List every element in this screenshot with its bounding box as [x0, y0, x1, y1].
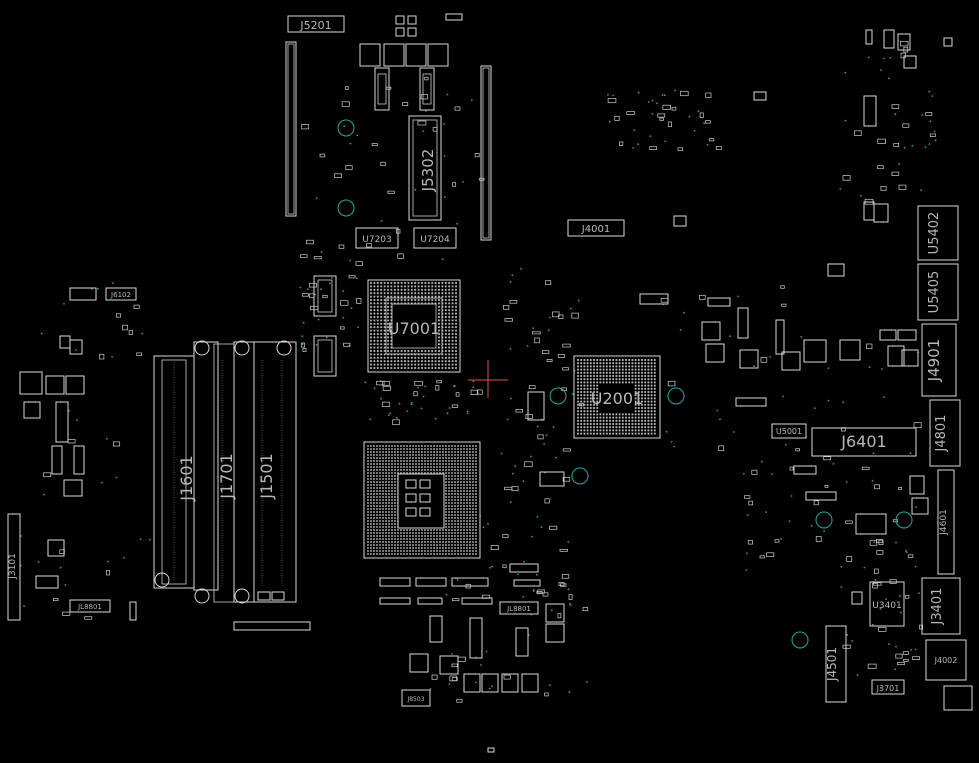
label-U7001: U7001 [388, 319, 440, 338]
component-JL8801b[interactable]: JL8801 [499, 601, 539, 615]
label-U5402: U5402 [927, 212, 942, 255]
cursor-crosshair [468, 360, 508, 398]
component-U7204[interactable]: U7204 [413, 227, 457, 249]
label-U3401: U3401 [872, 601, 902, 611]
component-J6102[interactable]: J6102 [105, 287, 137, 301]
label-J6401: J6401 [840, 432, 886, 451]
label-J5302: J5302 [419, 149, 437, 193]
memory-slot-mount-holes [154, 340, 292, 604]
component-U5001[interactable]: U5001 [771, 423, 807, 439]
component-J5302[interactable]: J5302 [408, 115, 442, 221]
component-U2001[interactable]: U2001 [573, 355, 661, 439]
vias-top [337, 119, 355, 217]
label-J4801: J4801 [934, 415, 949, 453]
component-J4901[interactable]: J4901 [921, 323, 957, 397]
right-side-parts [527, 29, 953, 605]
component-U5405[interactable]: U5405 [917, 263, 959, 321]
label-U2001: U2001 [591, 389, 643, 408]
label-J3101: J3101 [8, 553, 18, 580]
label-J1501: J1501 [257, 453, 276, 499]
component-J4601[interactable]: J4601 [937, 469, 955, 575]
label-J1701: J1701 [217, 453, 236, 499]
label-U7203: U7203 [362, 235, 392, 245]
label-JL8801b: JL8801 [506, 605, 531, 613]
label-J3701: J3701 [876, 684, 900, 693]
label-J5201: J5201 [299, 19, 331, 32]
component-U3401[interactable]: U3401 [869, 581, 905, 627]
label-J4001: J4001 [581, 224, 610, 235]
left-column-parts [19, 287, 137, 621]
label-J4501: J4501 [825, 647, 839, 682]
label-J4601: J4601 [939, 509, 949, 536]
component-J6401[interactable]: J6401 [811, 427, 917, 457]
component-J5201[interactable]: J5201 [287, 15, 345, 33]
cap-block-top [359, 13, 463, 111]
label-U7204: U7204 [420, 235, 450, 245]
label-J8503: J8503 [406, 696, 424, 703]
component-J4001[interactable]: J4001 [567, 219, 625, 237]
component-U5402[interactable]: U5402 [917, 205, 959, 261]
component-U7203[interactable]: U7203 [355, 227, 399, 249]
component-blocks-left-u7001 [313, 275, 337, 377]
label-JL8801: JL8801 [77, 603, 102, 611]
component-J3101[interactable]: J3101 [7, 513, 21, 621]
vias-right [791, 511, 913, 649]
label-J4901: J4901 [925, 339, 943, 383]
label-J3401: J3401 [930, 588, 945, 626]
connector-left-top[interactable] [285, 41, 297, 217]
component-U4003[interactable] [943, 685, 973, 711]
label-U5001: U5001 [776, 427, 802, 436]
label-U5405: U5405 [927, 271, 942, 314]
component-JL8801[interactable]: JL8801 [69, 599, 111, 613]
label-J4002: J4002 [934, 656, 958, 665]
component-J1501[interactable]: J1501 [233, 341, 297, 603]
component-J3401[interactable]: J3401 [921, 577, 961, 635]
label-J6102: J6102 [110, 291, 131, 299]
component-J4501[interactable]: J4501 [825, 625, 847, 703]
vias-u2001 [549, 387, 685, 485]
connector-right-top[interactable] [480, 65, 492, 241]
component-J4002[interactable]: J4002 [925, 639, 967, 681]
bottom-middle-parts [379, 563, 565, 753]
component-U7001[interactable]: U7001 [367, 279, 461, 373]
connector-bottom-strip [233, 621, 311, 631]
component-J8503[interactable]: J8503 [401, 689, 431, 707]
component-J3701[interactable]: J3701 [871, 679, 905, 695]
label-J1601: J1601 [177, 455, 196, 501]
component-bga-lower[interactable] [363, 441, 481, 559]
component-J4801[interactable]: J4801 [929, 399, 961, 467]
